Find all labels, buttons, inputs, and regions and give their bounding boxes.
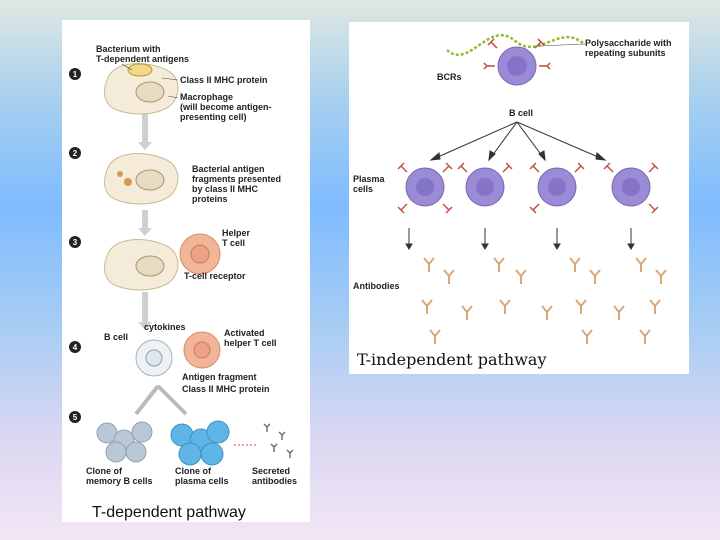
t-dependent-diagram: 1 2 3 4 5 Bacterium with T-dep [69, 44, 297, 521]
svg-text:5: 5 [73, 413, 78, 422]
memory-b-cell-clone [96, 421, 153, 463]
cytokines-label: cytokines [144, 322, 186, 332]
bcrs-label: BCRs [437, 72, 462, 82]
flow-arrow [138, 114, 152, 330]
antigen-presenting-cell [103, 153, 179, 205]
plasma-cell [611, 167, 651, 207]
polysaccharide-label: Polysaccharide with repeating subunits [585, 38, 674, 58]
step-1-marker: 1 [69, 68, 81, 80]
secretion-arrow [405, 228, 635, 250]
fragments-label: Bacterial antigen fragments presented by… [192, 164, 284, 204]
differentiation-arrow [429, 121, 607, 162]
plasma-cell [537, 167, 577, 207]
step-2-marker: 2 [69, 147, 81, 159]
b-cell-label: B cell [509, 108, 533, 118]
plasma-cell-receptors [397, 162, 659, 214]
split-arrow [134, 384, 188, 416]
activated-helper-label: Activated helper T cell [224, 328, 277, 348]
mhc-label: Class II MHC protein [180, 75, 268, 85]
antigen-fragment-label: Antigen fragment [182, 372, 257, 382]
label-leader [538, 43, 586, 47]
antibodies [421, 257, 667, 344]
b-cell-label: B cell [104, 332, 128, 342]
step-3-marker: 3 [69, 236, 81, 248]
antigen-presenting-cell [103, 239, 179, 291]
svg-text:2: 2 [73, 149, 78, 158]
svg-text:4: 4 [73, 343, 78, 352]
bacterium [127, 63, 153, 77]
helper-t-cell [179, 233, 221, 275]
svg-text:1: 1 [73, 70, 78, 79]
plasma-cell-clone [170, 420, 230, 466]
secreted-antibodies [263, 423, 294, 458]
t-dependent-panel: 1 2 3 4 5 Bacterium with T-dep [62, 20, 310, 522]
macrophage-label: Macrophage (will become antigen- present… [180, 92, 274, 122]
memory-clone-label: Clone of memory B cells [86, 466, 153, 486]
plasma-cell [465, 167, 505, 207]
tcr-label: T-cell receptor [184, 271, 246, 281]
plasma-cells-label: Plasma cells [353, 174, 387, 194]
step-4-marker: 4 [69, 341, 81, 353]
t-independent-caption: T-independent pathway [357, 350, 546, 369]
antibodies-label: Antibodies [353, 281, 400, 291]
b-cell [497, 46, 537, 86]
helper-label: Helper T cell [222, 228, 253, 248]
plasma-cell [405, 167, 445, 207]
step-5-marker: 5 [69, 411, 81, 423]
bacterium-label: Bacterium with T-dependent antigens [96, 44, 189, 64]
t-independent-panel: Polysaccharide with repeating subunits B… [349, 22, 689, 374]
mhc-label-2: Class II MHC protein [182, 384, 270, 394]
svg-text:3: 3 [73, 238, 78, 247]
polysaccharide-chain [446, 33, 585, 57]
label-leader [121, 63, 179, 99]
b-cell-receptors [483, 38, 551, 70]
activated-helper-t-cell [183, 331, 221, 369]
t-independent-diagram: Polysaccharide with repeating subunits B… [353, 33, 674, 369]
plasma-clone-label: Clone of plasma cells [175, 466, 229, 486]
secreted-antibodies-label: Secreted antibodies [252, 466, 297, 486]
b-cell [135, 339, 173, 377]
t-dependent-caption: T-dependent pathway [92, 504, 246, 521]
